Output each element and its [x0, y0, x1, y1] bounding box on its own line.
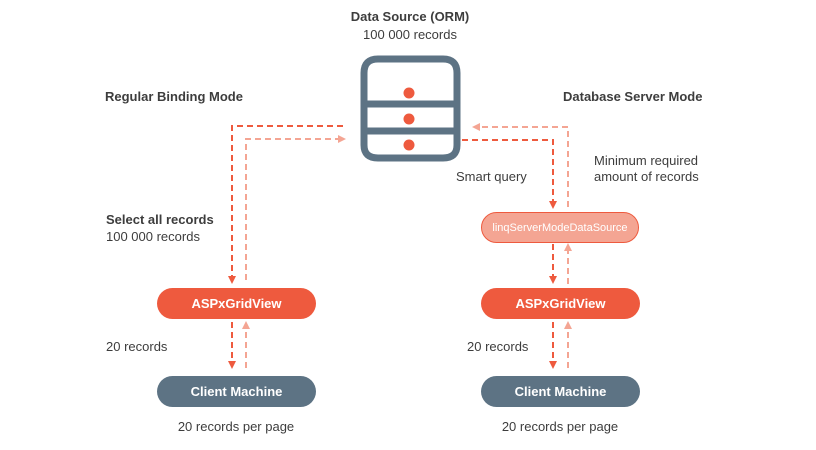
- left-transfer-label: 20 records: [106, 339, 168, 354]
- right-datasource-node: linqServerModeDataSource: [481, 212, 639, 243]
- database-dot-2: [403, 113, 415, 125]
- right-client-node: Client Machine: [481, 376, 640, 407]
- source-title: Data Source (ORM): [350, 9, 470, 24]
- right-query-label: Smart query: [456, 169, 527, 184]
- right-transfer-label: 20 records: [467, 339, 529, 354]
- right-mode-heading: Database Server Mode: [563, 89, 703, 104]
- left-select-count: 100 000 records: [106, 229, 200, 244]
- left-client-node: Client Machine: [157, 376, 316, 407]
- database-dot-1: [403, 87, 415, 99]
- left-mode-heading: Regular Binding Mode: [105, 89, 243, 104]
- right-min-line-1: Minimum required: [594, 153, 699, 168]
- right-footer: 20 records per page: [501, 419, 619, 434]
- right-response-arrow: [472, 123, 569, 207]
- database-icon: [360, 55, 461, 162]
- source-count: 100 000 records: [363, 27, 457, 42]
- right-request-arrow: [462, 139, 557, 209]
- left-select-title: Select all records: [106, 212, 214, 227]
- left-grid-node: ASPxGridView: [157, 288, 316, 319]
- left-footer: 20 records per page: [177, 419, 295, 434]
- right-min-line-2: amount of records: [594, 169, 699, 184]
- database-dot-3: [403, 139, 415, 151]
- right-grid-node: ASPxGridView: [481, 288, 640, 319]
- left-response-arrow: [245, 135, 346, 280]
- left-request-arrow: [228, 125, 343, 284]
